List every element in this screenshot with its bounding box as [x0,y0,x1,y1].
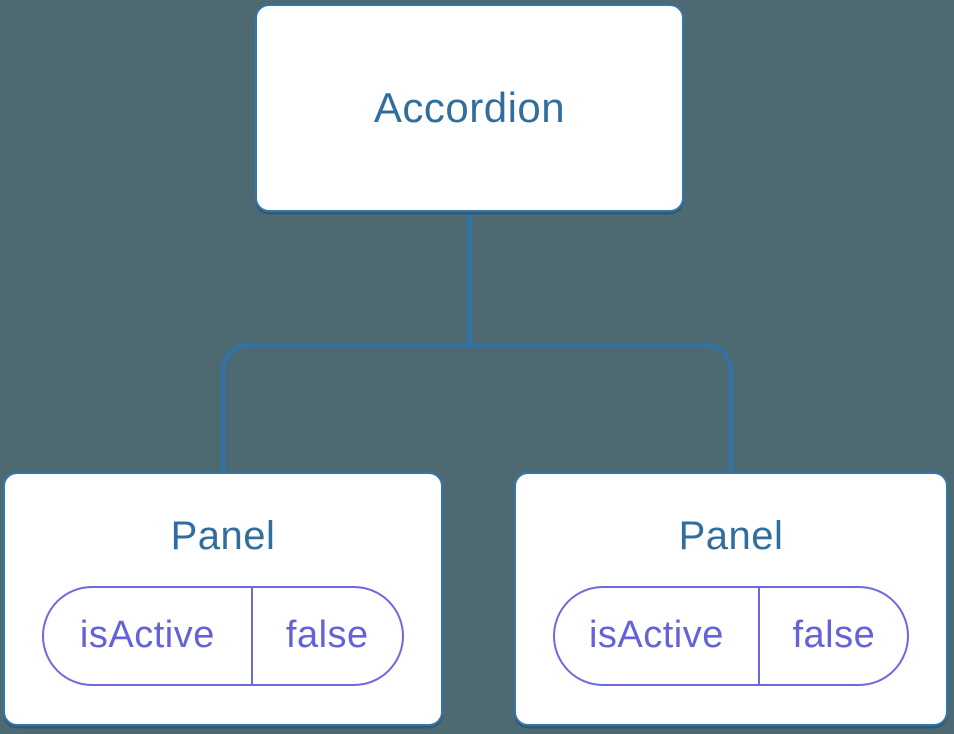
state-pill: isActive false [42,585,404,686]
node-panel-2-label: Panel [678,513,784,558]
node-accordion: Accordion [255,4,684,212]
connector-stem [467,210,472,347]
state-value: false [285,614,369,656]
node-panel-1: Panel isActive false [3,472,443,726]
node-panel-1-label: Panel [170,513,276,558]
state-pill: isActive false [552,585,910,686]
state-key: isActive [44,587,253,684]
node-panel-2: Panel isActive false [514,472,948,726]
node-accordion-label: Accordion [373,83,566,131]
connector-bracket [221,343,733,472]
state-value: false [792,614,876,656]
state-key: isActive [555,587,761,684]
